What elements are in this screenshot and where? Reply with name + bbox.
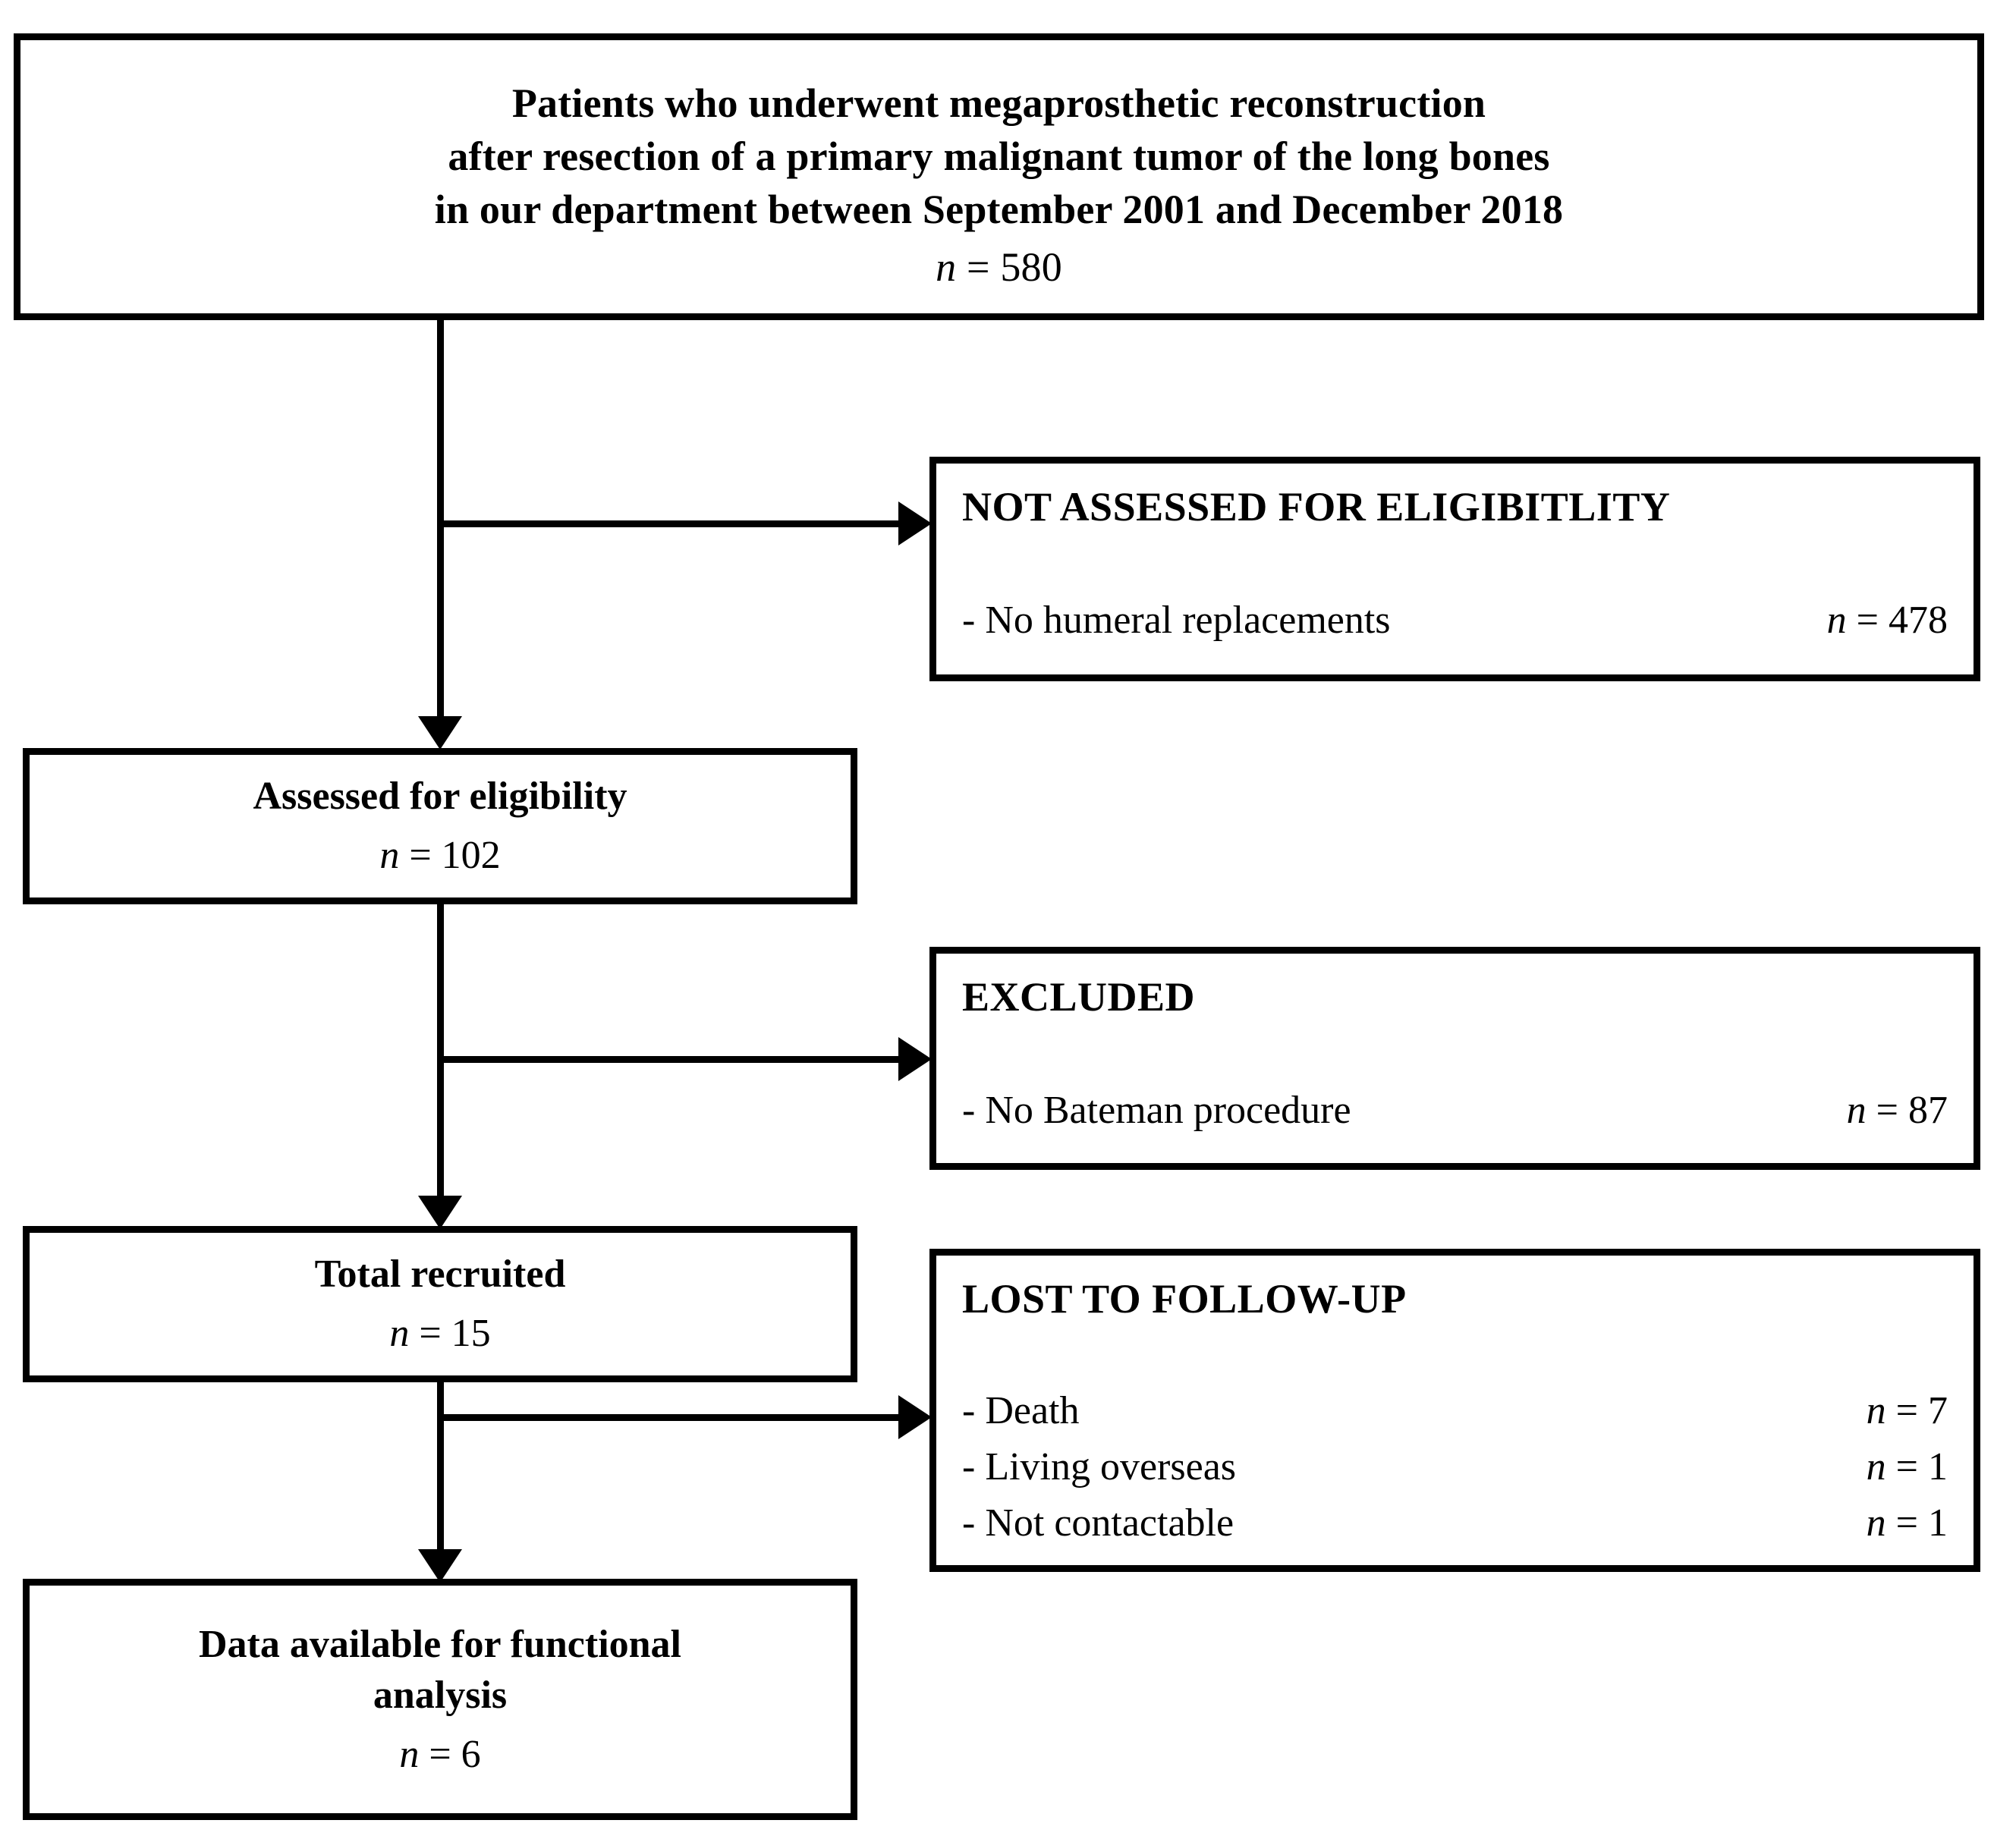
recruited-line-1: Total recruited — [314, 1253, 566, 1297]
connector-assessed-to-recruited — [437, 903, 444, 1199]
lost-row: - Living overseas n = 1 — [962, 1439, 1948, 1495]
final-n-value: 6 — [461, 1732, 481, 1776]
source-line-1: Patients who underwent megaprosthetic re… — [511, 80, 1486, 126]
arrowhead-into-lost-to-followup — [898, 1395, 932, 1439]
not-assessed-n-label: n — [1826, 599, 1847, 642]
node-source-population: Patients who underwent megaprosthetic re… — [14, 33, 1984, 320]
final-n-eq: = — [419, 1732, 461, 1776]
node-data-available-for-analysis: Data available for functional analysis n… — [23, 1579, 857, 1820]
assessed-n-value: 102 — [441, 834, 501, 877]
excluded-title: EXCLUDED — [962, 974, 1196, 1020]
arrowhead-into-assessed — [418, 716, 462, 750]
lost-n-value-not-contactable: 1 — [1928, 1501, 1948, 1545]
lost-n-value-death: 7 — [1928, 1389, 1948, 1432]
source-n-eq: = — [956, 244, 1001, 291]
excluded-reason: - No Bateman procedure — [962, 1089, 1351, 1132]
recruited-n-eq: = — [409, 1312, 451, 1355]
not-assessed-row: - No humeral replacements n = 478 — [962, 593, 1948, 649]
recruited-count: n = 15 — [389, 1308, 490, 1360]
node-lost-to-followup: LOST TO FOLLOW-UP - Death n = 7 - Living… — [929, 1249, 1980, 1572]
final-line-2: analysis — [373, 1674, 508, 1718]
connector-source-to-assessed — [437, 319, 444, 721]
lost-reason-living-overseas: - Living overseas — [962, 1444, 1237, 1488]
source-line-2: after resection of a primary malignant t… — [448, 133, 1550, 179]
lost-n-label-death: n — [1866, 1389, 1886, 1432]
recruited-n-value: 15 — [451, 1312, 491, 1355]
assessed-count: n = 102 — [379, 830, 500, 882]
source-line-3: in our department between September 2001… — [434, 187, 1564, 232]
lost-rows: - Death n = 7 - Living overseas n = 1 - … — [962, 1383, 1948, 1551]
not-assessed-reason: - No humeral replacements — [962, 599, 1391, 642]
connector-to-not-assessed — [437, 520, 901, 527]
node-total-recruited: Total recruited n = 15 — [23, 1226, 857, 1382]
arrowhead-into-final — [418, 1549, 462, 1583]
excluded-n-label: n — [1846, 1089, 1867, 1132]
lost-title: LOST TO FOLLOW-UP — [962, 1276, 1407, 1322]
node-not-assessed-for-eligibility: NOT ASSESSED FOR ELIGIBITLITY - No humer… — [929, 457, 1980, 681]
connector-recruited-to-final — [437, 1381, 444, 1554]
arrowhead-into-excluded — [898, 1037, 932, 1081]
not-assessed-n-eq: = — [1846, 599, 1889, 642]
node-excluded: EXCLUDED - No Bateman procedure n = 87 — [929, 947, 1980, 1170]
excluded-n-eq: = — [1866, 1089, 1908, 1132]
connector-to-excluded — [437, 1056, 901, 1063]
arrowhead-into-recruited — [418, 1196, 462, 1229]
lost-reason-not-contactable: - Not contactable — [962, 1501, 1234, 1545]
excluded-rows: - No Bateman procedure n = 87 — [962, 1083, 1948, 1139]
lost-count-not-contactable: n = 1 — [1867, 1495, 1948, 1551]
excluded-count: n = 87 — [1847, 1083, 1948, 1139]
not-assessed-title: NOT ASSESSED FOR ELIGIBITLITY — [962, 484, 1671, 530]
lost-n-label-not-contactable: n — [1866, 1501, 1886, 1545]
assessed-n-eq: = — [399, 834, 442, 877]
lost-count-death: n = 7 — [1867, 1383, 1948, 1439]
assessed-line-1: Assessed for eligibility — [253, 775, 627, 819]
lost-n-eq-living-overseas: = — [1885, 1444, 1928, 1488]
lost-n-label-living-overseas: n — [1866, 1444, 1886, 1488]
lost-count-living-overseas: n = 1 — [1867, 1439, 1948, 1495]
assessed-n-label: n — [379, 834, 400, 877]
source-n-value: 580 — [1000, 244, 1062, 291]
lost-row: - Not contactable n = 1 — [962, 1495, 1948, 1551]
node-assessed-for-eligibility: Assessed for eligibility n = 102 — [23, 748, 857, 904]
connector-to-lost-to-followup — [437, 1414, 901, 1421]
excluded-n-value: 87 — [1908, 1089, 1948, 1132]
final-n-label: n — [399, 1732, 420, 1776]
excluded-row: - No Bateman procedure n = 87 — [962, 1083, 1948, 1139]
lost-n-value-living-overseas: 1 — [1928, 1444, 1948, 1488]
lost-row: - Death n = 7 — [962, 1383, 1948, 1439]
lost-n-eq-not-contactable: = — [1885, 1501, 1928, 1545]
not-assessed-rows: - No humeral replacements n = 478 — [962, 593, 1948, 649]
arrowhead-into-not-assessed — [898, 501, 932, 545]
source-n-label: n — [936, 244, 957, 291]
final-line-1: Data available for functional — [198, 1622, 682, 1666]
recruited-n-label: n — [389, 1312, 410, 1355]
lost-n-eq-death: = — [1885, 1389, 1928, 1432]
not-assessed-n-value: 478 — [1889, 599, 1948, 642]
not-assessed-count: n = 478 — [1827, 593, 1948, 649]
source-count: n = 580 — [936, 240, 1062, 294]
lost-reason-death: - Death — [962, 1389, 1080, 1432]
final-count: n = 6 — [399, 1729, 480, 1781]
